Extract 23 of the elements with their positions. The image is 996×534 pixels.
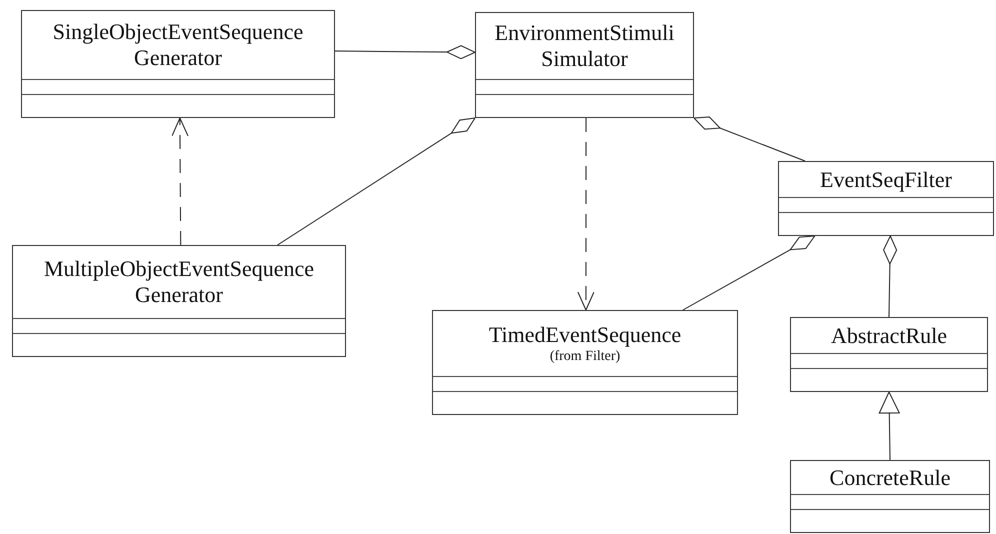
generalization-arrow xyxy=(878,392,900,460)
aggregation-line xyxy=(682,236,816,310)
class-box xyxy=(12,245,346,357)
dependency-arrow xyxy=(172,118,188,246)
aggregation-line xyxy=(277,118,476,246)
package-note: (from Filter) xyxy=(550,348,620,366)
aggregation-line xyxy=(334,45,476,60)
class-name: SingleObjectEventSequence Generator xyxy=(52,19,304,71)
dependency-arrow xyxy=(577,118,594,310)
aggregation-line xyxy=(883,236,898,318)
class-name: AbstractRule xyxy=(830,322,948,348)
class-name: TimedEventSequence xyxy=(488,322,682,348)
class-box xyxy=(778,161,994,236)
class-name: MultipleObjectEventSequence Generator xyxy=(42,256,316,308)
class-box xyxy=(475,12,694,118)
class-name: EventSeqFilter xyxy=(820,166,952,192)
aggregation-line xyxy=(694,116,806,162)
class-box xyxy=(790,317,988,392)
class-box xyxy=(432,310,738,415)
class-box xyxy=(790,460,990,533)
class-name: EnvironmentStimuli Simulator xyxy=(494,20,676,72)
class-name: ConcreteRule xyxy=(830,464,950,490)
class-box xyxy=(21,10,335,118)
